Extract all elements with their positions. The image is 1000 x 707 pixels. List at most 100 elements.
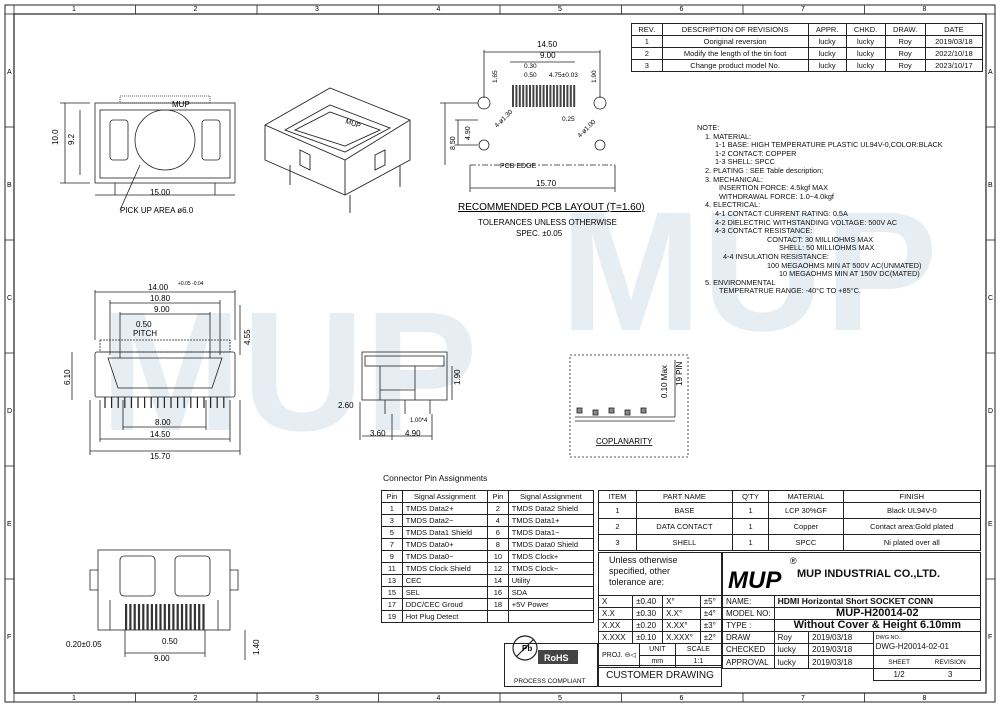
- tolerance-cell: ±4°: [699, 607, 723, 620]
- note-line: 100 MEGAOHMS MIN AT 500V AC(UNMATED): [767, 260, 922, 270]
- top-dim-900: 9.00: [154, 305, 170, 314]
- tolerance-heading: Unless otherwise specified, other tolera…: [598, 552, 722, 596]
- sheet-rev-values: 1/2 3: [872, 668, 982, 681]
- dwg-label: DWG NO.:: [875, 635, 902, 641]
- bottom-pin: [159, 604, 162, 630]
- pcb-pad: [522, 85, 525, 107]
- border-col-label: 2: [194, 695, 198, 702]
- pcb-pad: [559, 85, 562, 107]
- pin-cell: 13: [381, 574, 403, 587]
- pin-cell: TMDS Data2−: [401, 514, 488, 527]
- tolerance-cell: X.XXX°: [662, 631, 701, 644]
- parts-cell: SHELL: [635, 534, 733, 551]
- pin-cell: 6: [486, 526, 509, 539]
- note-line: 2. PLATING : SEE Table description;: [705, 165, 824, 175]
- parts-header: FINISH: [842, 490, 982, 503]
- pcb-dim-030: 0.30: [524, 63, 537, 70]
- rev-header-draw: DRAW.: [884, 23, 926, 36]
- border-col-label: 1: [72, 695, 76, 702]
- rev-row-rev: 3: [631, 59, 663, 72]
- unit-label: UNIT: [638, 643, 676, 656]
- pin-table-title: Connector Pin Assignments: [383, 473, 488, 483]
- parts-cell: Black UL94V-0: [842, 502, 982, 519]
- top-view-pins: [104, 397, 225, 408]
- pcb-pad: [549, 85, 552, 107]
- pin-cell: 1: [381, 502, 403, 515]
- parts-header: PART NAME: [635, 490, 733, 503]
- pin-cell: TMDS Data1+: [507, 514, 595, 527]
- pcb-dim-490: 4.90: [465, 126, 472, 140]
- rev-row-chkd: lucky: [845, 59, 886, 72]
- pin-cell: 17: [381, 598, 403, 611]
- model-label: MODEL NO:: [722, 607, 775, 620]
- note-line: 1-2 CONTACT: COPPER: [715, 148, 797, 158]
- rohs-box: [504, 643, 598, 687]
- pcb-layout-title: RECOMMENDED PCB LAYOUT (T=1.60): [458, 202, 645, 213]
- tolerance-cell: X.X°: [662, 607, 701, 620]
- pin-cell: [507, 610, 595, 623]
- tolerance-cell: X°: [662, 595, 701, 608]
- pcb-dim-hole130: 4-ø1.30: [493, 108, 514, 129]
- rev-row-draw: Roy: [884, 35, 926, 48]
- bottom-dim-140: 1.40: [252, 639, 261, 655]
- approval-date: 2019/03/18: [808, 655, 874, 669]
- note-line: 4-4 INSULATION RESISTANCE:: [723, 251, 829, 261]
- pcb-pad: [542, 85, 545, 107]
- pin-cell: 12: [486, 562, 509, 575]
- pin-cell: 3: [381, 514, 403, 527]
- pcb-dim-165: 1.65: [492, 70, 499, 83]
- tolerance-cell: ±0.20: [632, 619, 664, 632]
- tolerance-cell: X: [597, 595, 634, 608]
- isometric-view: [264, 87, 411, 213]
- pcb-dim-190: 1.90: [591, 70, 598, 83]
- note-line: NOTE:: [697, 123, 720, 132]
- rev-row-date: 2019/03/18: [924, 35, 984, 48]
- revision-value: 3: [947, 670, 953, 679]
- customer-drawing-label: CUSTOMER DRAWING: [598, 665, 722, 687]
- parts-cell: 2: [598, 518, 637, 535]
- top-pitch-label: PITCH: [133, 329, 157, 338]
- pin-cell: DDC/CEC Groud: [401, 598, 488, 611]
- border-row-label: F: [988, 634, 992, 641]
- checked-label: CHECKED: [722, 643, 775, 656]
- note-line: 5. ENVIRONMENTAL: [705, 277, 776, 287]
- pcb-dim-1570: 15.70: [536, 179, 557, 188]
- top-view: [71, 290, 241, 455]
- tol-head-2: specified, other: [609, 566, 671, 576]
- border-col-label: 6: [680, 695, 684, 702]
- name-label: NAME:: [722, 595, 775, 608]
- bottom-pin: [137, 604, 141, 630]
- border-col-label: 7: [801, 6, 805, 13]
- pcb-dim-475: 4.75±0.03: [549, 72, 578, 79]
- pin-cell: Utility: [507, 574, 595, 587]
- rev-row-draw: Roy: [884, 47, 926, 60]
- bottom-pin: [155, 604, 158, 630]
- pcb-pad: [552, 85, 555, 107]
- approval-name: lucky: [773, 655, 810, 669]
- tol-head-3: tolerance are:: [609, 577, 665, 587]
- pcb-pad: [529, 85, 531, 107]
- pin-cell: TMDS Data1−: [507, 526, 595, 539]
- top-dim-050: 0.50: [136, 320, 152, 329]
- top-dim-455: 4.55: [243, 329, 252, 345]
- border-row-label: B: [988, 182, 993, 189]
- bottom-pin: [163, 604, 166, 630]
- top-dim-610: 6.10: [63, 369, 72, 385]
- checked-date: 2019/03/18: [808, 643, 874, 656]
- pcb-layout-view: [440, 50, 616, 192]
- note-line: TEMPERATRUE RANGE: -40°C TO +85°C.: [719, 286, 861, 296]
- side-dim-490: 4.90: [405, 429, 421, 438]
- top-dim-800: 8.00: [155, 418, 171, 427]
- sheet-value: 1/2: [893, 670, 905, 679]
- side-dim-260: 2.60: [338, 401, 354, 410]
- rev-row-draw: Roy: [884, 59, 926, 72]
- coplanarity-dim: 0.10 Max: [660, 365, 669, 398]
- border-col-label: 1: [72, 6, 76, 13]
- rev-row-date: 2023/10/17: [924, 59, 984, 72]
- note-line: 1-1 BASE: HIGH TEMPERATURE PLASTIC UL94V…: [715, 140, 943, 150]
- front-logo: MUP: [172, 100, 190, 109]
- pin-header: Pin: [486, 490, 509, 503]
- top-dim-1450: 14.50: [150, 430, 171, 439]
- top-dim-1570: 15.70: [150, 452, 171, 461]
